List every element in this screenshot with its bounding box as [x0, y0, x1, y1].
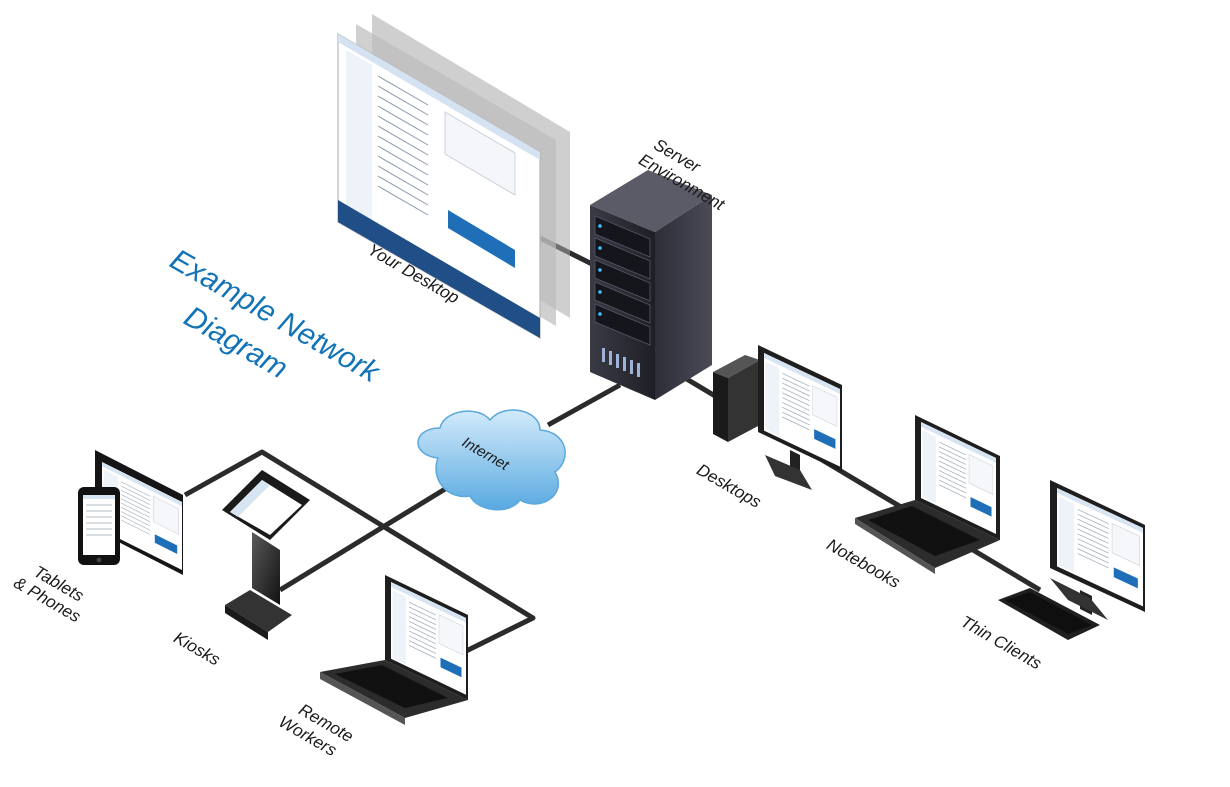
kiosk [222, 470, 310, 640]
remote-laptop [320, 575, 468, 725]
desktop-computer [713, 345, 842, 490]
internet-cloud [417, 409, 566, 511]
link-tablets-remote [183, 449, 536, 658]
link-internet-kiosk [278, 472, 470, 593]
thin-client [998, 480, 1145, 640]
desktop-windows [337, 14, 570, 340]
tablet-and-phone [78, 450, 183, 575]
server-rack [590, 170, 712, 400]
link-server-internet [546, 382, 622, 428]
notebook-computer [855, 415, 1000, 574]
